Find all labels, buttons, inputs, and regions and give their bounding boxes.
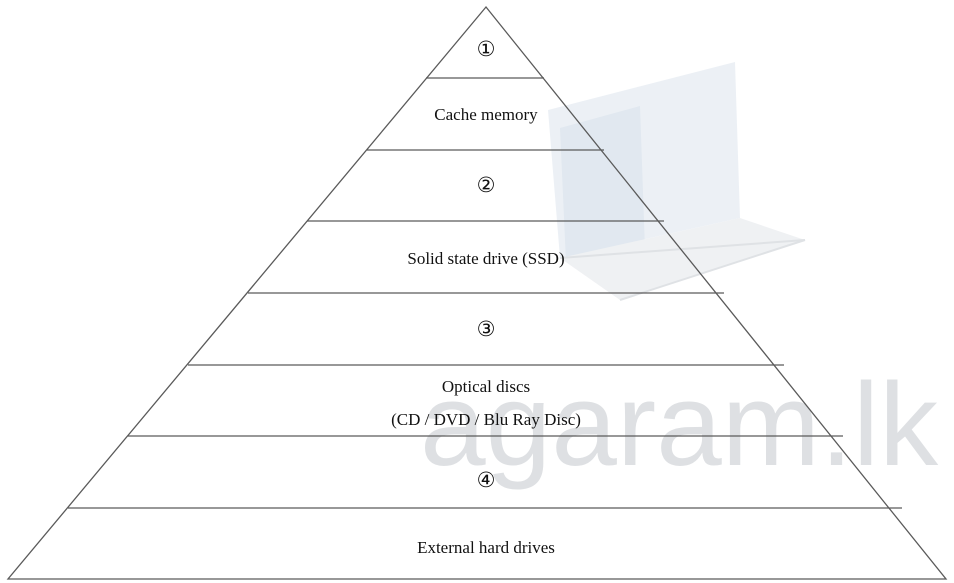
- level-external-hdd-label: External hard drives: [417, 538, 555, 557]
- watermark: agaram.lk: [420, 62, 939, 491]
- level-2-marker: ②: [477, 173, 496, 197]
- level-1-marker: ①: [477, 37, 496, 61]
- level-cache-memory-label: Cache memory: [434, 105, 538, 124]
- level-4-marker: ④: [477, 468, 496, 492]
- level-3-marker: ③: [477, 317, 496, 341]
- pyramid: [6, 5, 948, 580]
- level-optical-discs-label: Optical discs: [442, 377, 530, 396]
- laptop-icon: [548, 62, 806, 301]
- pyramid-labels: ① Cache memory ② Solid state drive (SSD)…: [391, 37, 581, 557]
- watermark-text: agaram.lk: [420, 359, 939, 491]
- level-optical-discs-sublabel: (CD / DVD / Blu Ray Disc): [391, 410, 581, 429]
- level-ssd-label: Solid state drive (SSD): [407, 249, 564, 268]
